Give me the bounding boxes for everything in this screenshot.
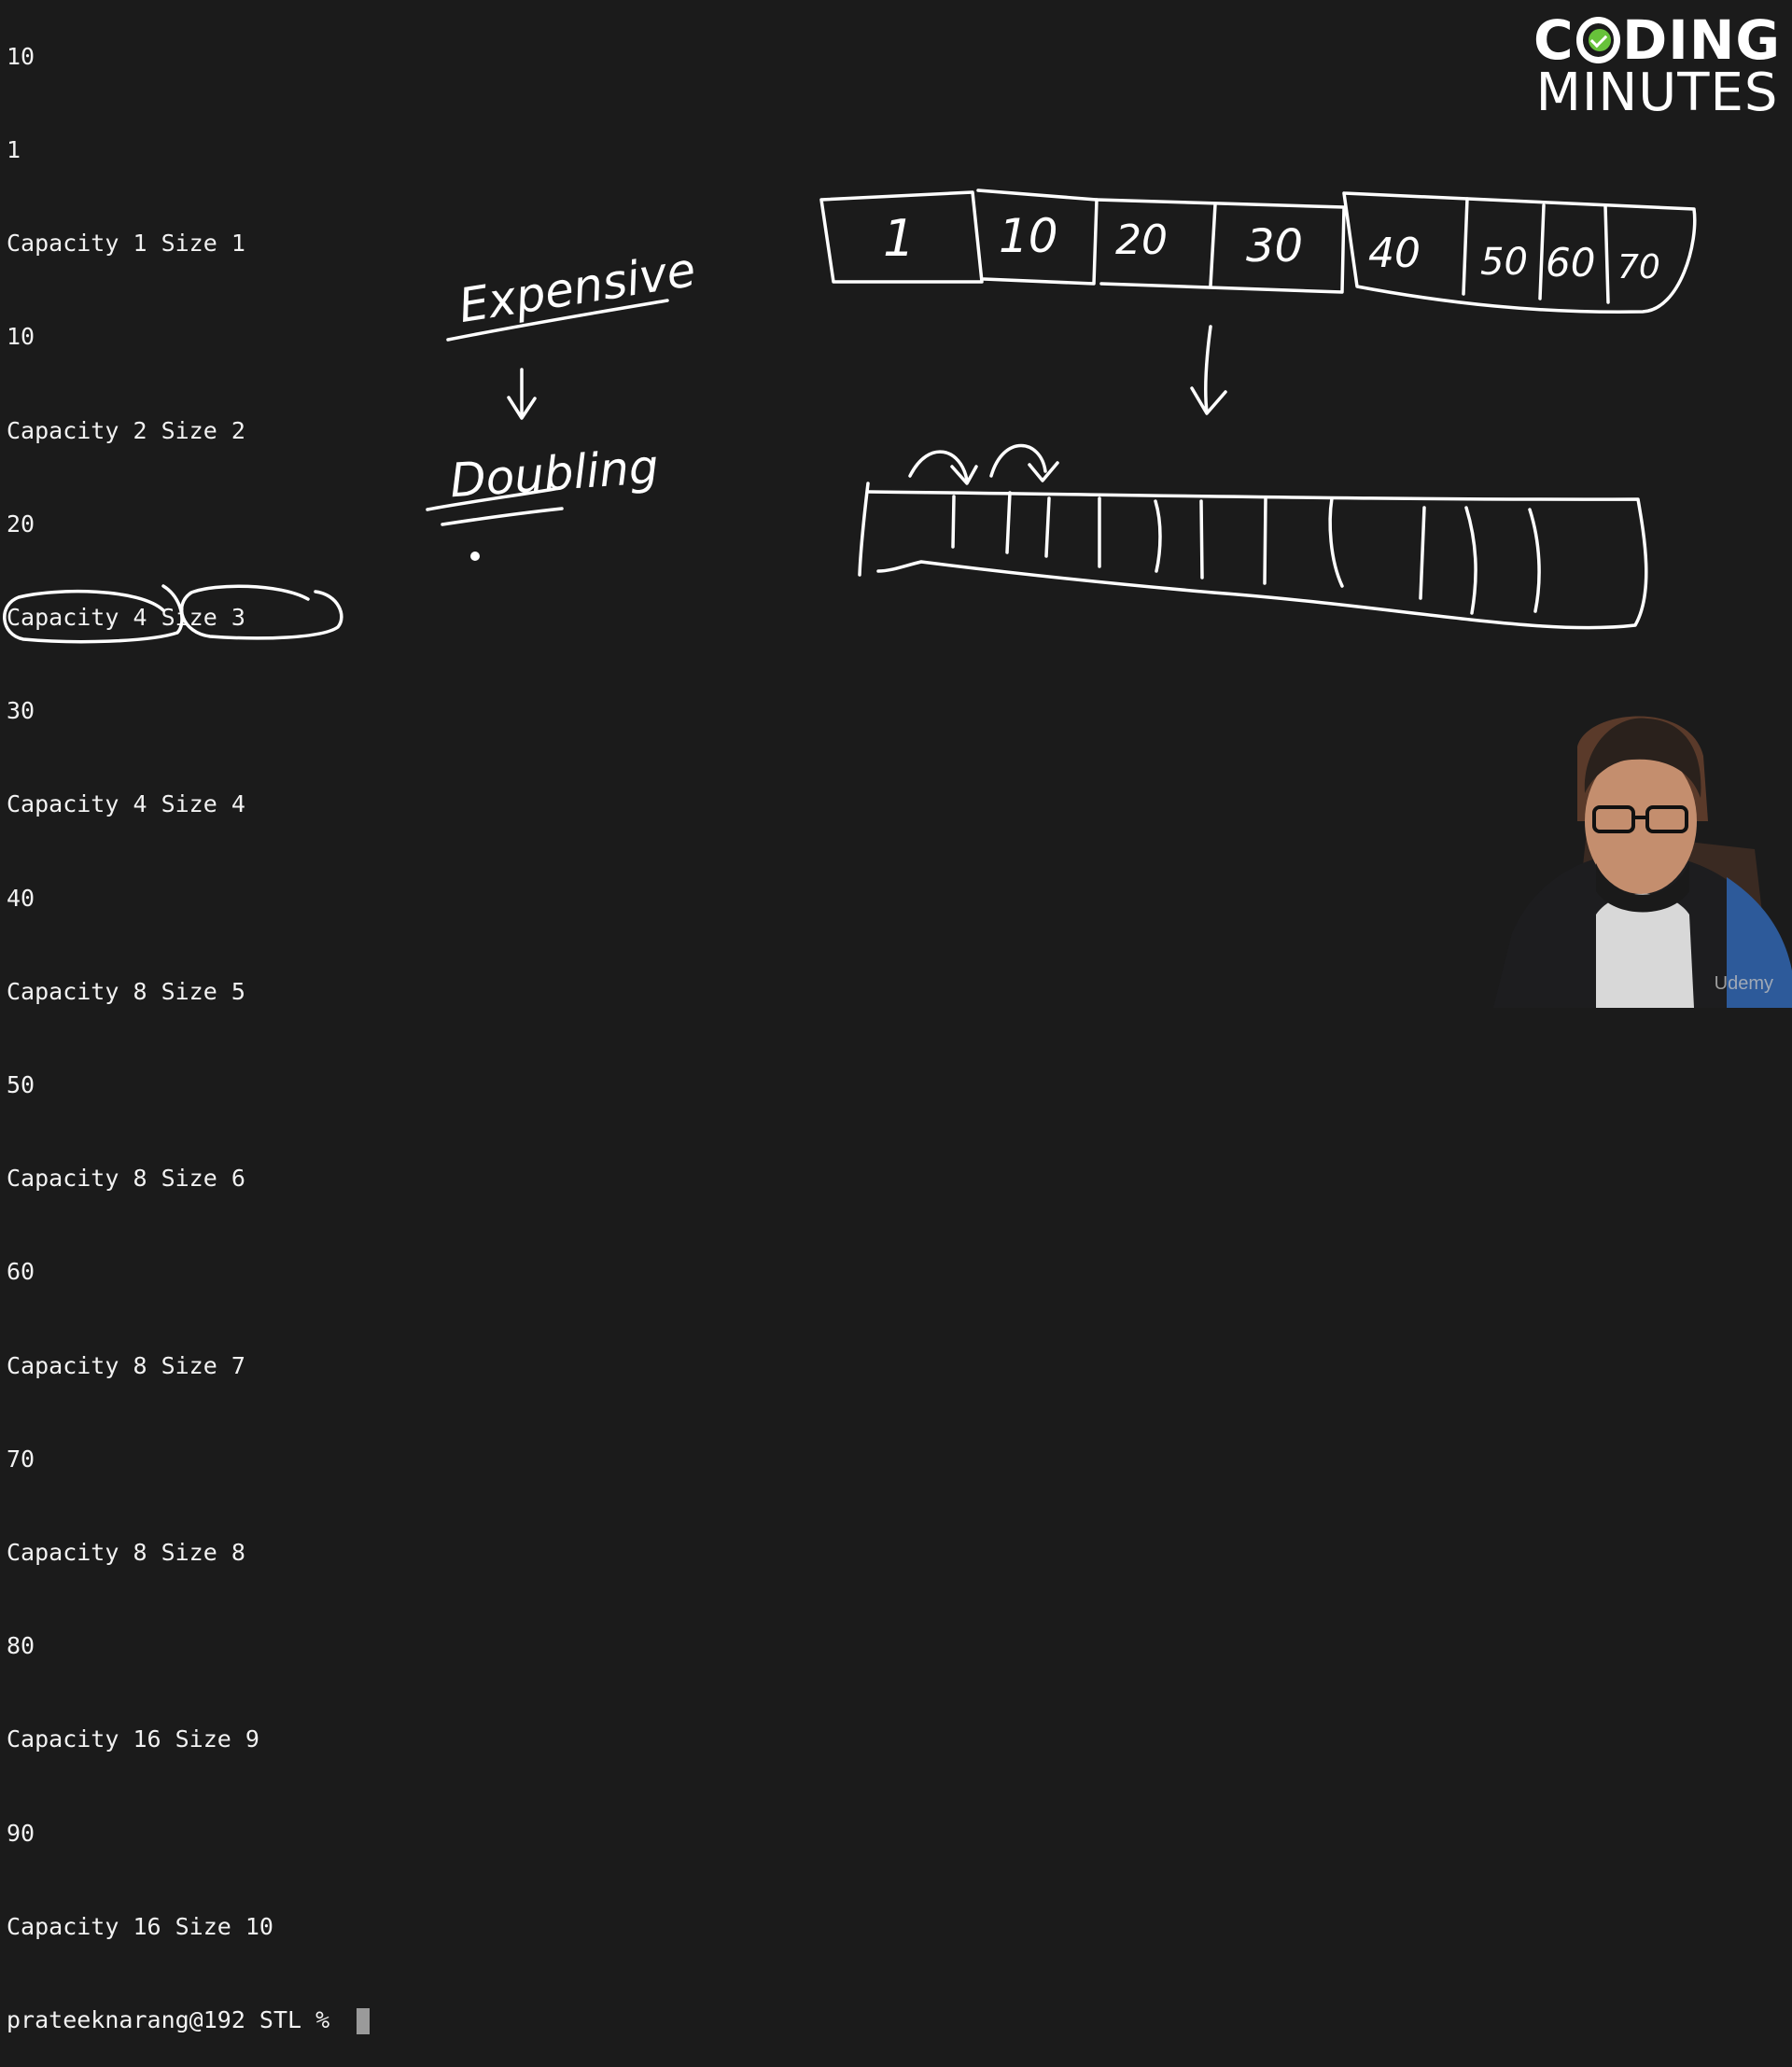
terminal-line: 30 (7, 697, 35, 725)
terminal-line: 20 (7, 510, 35, 538)
old-array-value: 50 (1480, 241, 1528, 284)
terminal-line: Capacity 2 Size 2 (7, 416, 245, 444)
old-array-value: 1 (883, 209, 915, 268)
check-circle-icon (1575, 17, 1621, 63)
terminal-line: 70 (7, 1445, 35, 1473)
udemy-watermark: Udemy (1714, 973, 1773, 994)
terminal-line: 50 (7, 1071, 35, 1099)
presenter-avatar-icon (1493, 716, 1792, 1008)
terminal-line: 90 (7, 1819, 35, 1847)
terminal-line: Capacity 1 Size 1 (7, 230, 245, 258)
old-array-value: 10 (999, 209, 1058, 263)
terminal-line: Capacity 8 Size 5 (7, 977, 245, 1005)
terminal-line: 80 (7, 1632, 35, 1660)
logo-line-2: MINUTES (1535, 63, 1779, 123)
logo-letters-ding: DING (1622, 8, 1781, 72)
terminal-line: Capacity 8 Size 8 (7, 1539, 245, 1567)
terminal-line: Capacity 16 Size 10 (7, 1912, 273, 1940)
terminal-line: 10 (7, 323, 35, 351)
old-array-value: 40 (1368, 230, 1421, 277)
presenter-webcam: Udemy (1456, 691, 1792, 1008)
old-array-diagram: 1 10 20 30 40 50 60 70 (819, 189, 1697, 314)
down-arrow-icon (1190, 325, 1227, 415)
old-array-value: 70 (1617, 248, 1660, 286)
terminal-line: Capacity 4 Size 3 (7, 604, 245, 632)
terminal-line: Capacity 8 Size 6 (7, 1165, 245, 1193)
terminal-cursor (357, 2007, 371, 2034)
terminal-line: 10 (7, 42, 35, 70)
terminal-line: Capacity 16 Size 9 (7, 1725, 259, 1753)
new-array-diagram (858, 443, 1648, 630)
old-array-value: 30 (1246, 220, 1303, 272)
terminal-prompt-line[interactable]: prateeknarang@192 STL % (7, 2004, 529, 2035)
terminal-line: Capacity 4 Size 4 (7, 790, 245, 818)
terminal-line: 60 (7, 1258, 35, 1286)
old-array-value: 60 (1546, 240, 1595, 286)
coding-minutes-logo: C DING MINUTES (1533, 13, 1781, 119)
terminal-prompt: prateeknarang@192 STL % (7, 2006, 344, 2034)
terminal-line: 40 (7, 884, 35, 912)
logo-letter-c: C (1533, 8, 1575, 72)
terminal-line: 1 (7, 136, 21, 164)
logo-line-1: C DING (1533, 13, 1781, 67)
terminal-line: Capacity 8 Size 7 (7, 1351, 245, 1379)
terminal-output[interactable]: 10 1 Capacity 1 Size 1 10 Capacity 2 Siz… (7, 0, 529, 2067)
old-array-value: 20 (1115, 216, 1168, 264)
